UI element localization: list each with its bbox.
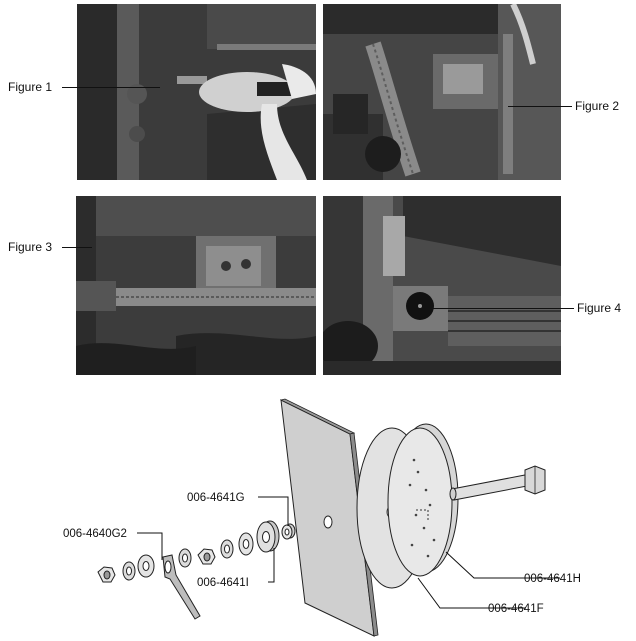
long-bolt bbox=[451, 474, 528, 501]
figure-3-label: Figure 3 bbox=[8, 240, 53, 254]
photo-figure-1 bbox=[77, 4, 316, 180]
figure-2-leader bbox=[508, 106, 572, 107]
part-label-006-4640G2: 006-4640G2 bbox=[63, 528, 127, 540]
bracket-006-4640G2 bbox=[162, 554, 201, 620]
part-label-006-4641G: 006-4641G bbox=[187, 492, 245, 504]
figure-4-leader bbox=[430, 308, 574, 309]
figure-2-label: Figure 2 bbox=[575, 99, 620, 113]
figure-4-label: Figure 4 bbox=[577, 301, 622, 315]
photo-figure-4 bbox=[323, 196, 561, 375]
figure-1-label: Figure 1 bbox=[8, 80, 53, 94]
part-label-006-4641I: 006-4641I bbox=[197, 577, 249, 589]
exploded-parts-diagram: 006-4640G2 006-4641G 006-4641I 006-4641H… bbox=[63, 398, 581, 637]
photo-figure-2 bbox=[323, 4, 561, 180]
part-label-006-4641H: 006-4641H bbox=[524, 573, 581, 585]
figure-1-leader bbox=[62, 87, 160, 88]
figure-3-leader bbox=[62, 247, 92, 248]
photo-figure-3 bbox=[76, 196, 316, 375]
part-label-006-4641F: 006-4641F bbox=[488, 603, 544, 615]
